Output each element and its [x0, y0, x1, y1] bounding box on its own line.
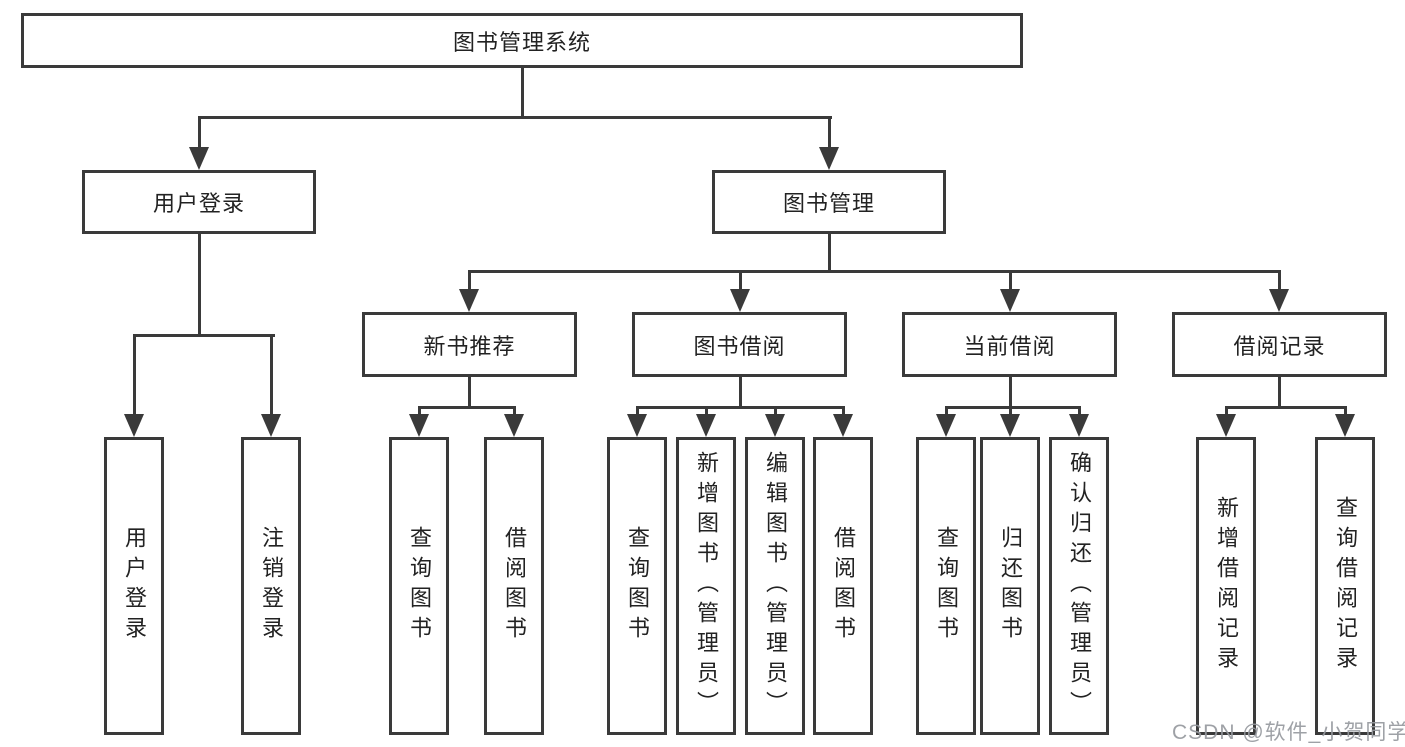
node-user-login: 用户登录 [82, 170, 316, 234]
connector-line [269, 335, 273, 416]
connector-line [1224, 407, 1228, 417]
connector-line [704, 407, 708, 417]
connector-line [841, 407, 845, 417]
arrow-down [833, 414, 853, 437]
node-label: 编辑图书（管理员） [763, 451, 788, 721]
connector-line [197, 117, 201, 150]
node-label: 当前借阅 [963, 333, 1056, 359]
arrow-down [409, 414, 429, 437]
node-label: 新增借阅记录 [1214, 496, 1239, 676]
leaf-user-login: 用户登录 [104, 437, 164, 735]
arrow-down [189, 147, 209, 170]
arrow-down [627, 414, 647, 437]
connector-line [944, 405, 1081, 409]
arrow-down [1269, 289, 1289, 312]
connector-line [197, 115, 832, 119]
connector-line [827, 117, 831, 150]
connector-line [635, 405, 845, 409]
node-borrowing-records: 借阅记录 [1172, 312, 1387, 377]
node-label: 借阅图书 [831, 526, 856, 646]
arrow-down [124, 414, 144, 437]
node-book-management: 图书管理 [712, 170, 946, 234]
arrow-down [696, 414, 716, 437]
node-label: 新书推荐 [423, 333, 516, 359]
leaf-borrow-book: 借阅图书 [813, 437, 873, 735]
node-new-book-recommend: 新书推荐 [362, 312, 577, 377]
arrow-down [936, 414, 956, 437]
connector-line [1224, 405, 1347, 409]
connector-line [467, 377, 471, 409]
connector-line [1008, 271, 1012, 292]
node-label: 查询图书 [934, 526, 959, 646]
node-label: 查询借阅记录 [1333, 496, 1358, 676]
node-label: 借阅图书 [502, 526, 527, 646]
leaf-query-book-recommend: 查询图书 [389, 437, 449, 735]
connector-line [467, 269, 1281, 273]
node-label: 新增图书（管理员） [694, 451, 719, 721]
connector-line [1008, 407, 1012, 417]
node-label: 查询图书 [625, 526, 650, 646]
node-label: 注销登录 [259, 526, 284, 646]
node-book-borrowing: 图书借阅 [632, 312, 847, 377]
connector-line [520, 68, 524, 118]
connector-line [827, 234, 831, 273]
connector-line [417, 407, 421, 417]
connector-line [738, 271, 742, 292]
node-label: 借阅记录 [1233, 333, 1326, 359]
node-label: 图书借阅 [693, 333, 786, 359]
node-label: 确认归还（管理员） [1067, 451, 1092, 721]
node-label: 图书管理系统 [452, 29, 591, 55]
connector-line [417, 405, 516, 409]
connector-line [1277, 377, 1281, 409]
node-label: 查询图书 [407, 526, 432, 646]
node-label: 用户登录 [122, 526, 147, 646]
node-label: 用户登录 [152, 191, 245, 216]
connector-line [512, 407, 516, 417]
connector-line [1277, 271, 1281, 292]
connector-line [197, 234, 201, 337]
node-library-system: 图书管理系统 [21, 13, 1023, 68]
connector-line [773, 407, 777, 417]
arrow-down [730, 289, 750, 312]
arrow-down [1335, 414, 1355, 437]
leaf-edit-book-admin: 编辑图书（管理员） [745, 437, 805, 735]
node-label: 图书管理 [782, 191, 875, 216]
connector-line [738, 377, 742, 409]
leaf-logout: 注销登录 [241, 437, 301, 735]
connector-line [132, 333, 275, 337]
arrow-down [765, 414, 785, 437]
arrow-down [819, 147, 839, 170]
arrow-down [1000, 289, 1020, 312]
leaf-add-book-admin: 新增图书（管理员） [676, 437, 736, 735]
connector-line [1343, 407, 1347, 417]
node-label: 归还图书 [998, 526, 1023, 646]
arrow-down [459, 289, 479, 312]
arrow-down [1000, 414, 1020, 437]
leaf-query-book-current: 查询图书 [916, 437, 976, 735]
connector-line [1008, 377, 1012, 409]
leaf-add-borrow-record: 新增借阅记录 [1196, 437, 1256, 735]
arrow-down [504, 414, 524, 437]
leaf-query-borrow-record: 查询借阅记录 [1315, 437, 1375, 735]
leaf-query-book-borrowing: 查询图书 [607, 437, 667, 735]
node-current-borrowing: 当前借阅 [902, 312, 1117, 377]
arrow-down [1069, 414, 1089, 437]
leaf-borrow-book-recommend: 借阅图书 [484, 437, 544, 735]
connector-line [467, 271, 471, 292]
csdn-watermark: CSDN @软件_小贺同学 [1172, 721, 1405, 744]
leaf-confirm-return-admin: 确认归还（管理员） [1049, 437, 1109, 735]
connector-line [944, 407, 948, 417]
arrow-down [1216, 414, 1236, 437]
leaf-return-book: 归还图书 [980, 437, 1040, 735]
arrow-down [261, 414, 281, 437]
connector-line [635, 407, 639, 417]
connector-line [1077, 407, 1081, 417]
connector-line [132, 335, 136, 416]
